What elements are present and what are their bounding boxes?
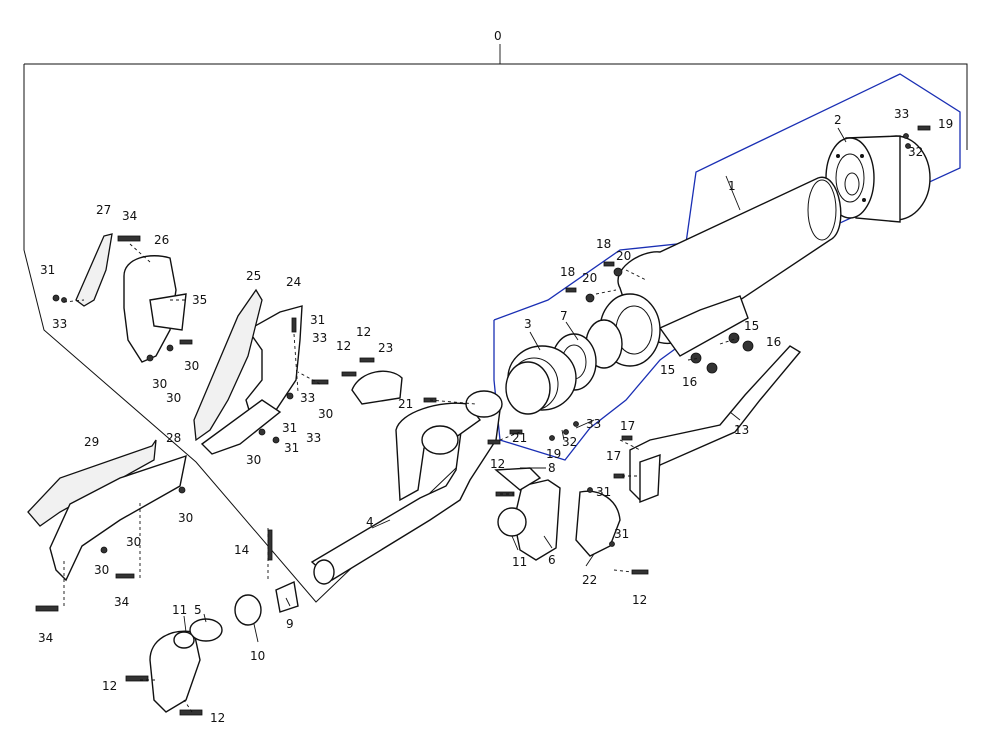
front-heat-shields bbox=[27, 439, 187, 582]
middle-heat-shield bbox=[193, 288, 303, 455]
callout-11a: 11 bbox=[172, 603, 187, 617]
callout-25: 25 bbox=[246, 269, 261, 283]
callout-31a: 31 bbox=[40, 263, 55, 277]
callout-31b: 31 bbox=[310, 313, 325, 327]
callout-33g: 33 bbox=[586, 417, 601, 431]
callout-33d: 33 bbox=[300, 391, 315, 405]
callout-29: 29 bbox=[84, 435, 99, 449]
callout-20b: 20 bbox=[582, 271, 597, 285]
callout-30f: 30 bbox=[178, 511, 193, 525]
callout-24: 24 bbox=[286, 275, 301, 289]
callout-16b: 16 bbox=[682, 375, 697, 389]
callout-33a: 33 bbox=[894, 107, 909, 121]
callout-11b: 11 bbox=[512, 555, 527, 569]
callout-19b: 19 bbox=[546, 447, 561, 461]
callout-1: 1 bbox=[728, 179, 736, 193]
fasteners bbox=[35, 125, 931, 716]
callout-30c: 30 bbox=[166, 391, 181, 405]
callout-8: 8 bbox=[548, 461, 556, 475]
callout-23: 23 bbox=[378, 341, 393, 355]
callout-15a: 15 bbox=[744, 319, 759, 333]
muffler-bracket bbox=[629, 345, 802, 504]
callout-10: 10 bbox=[250, 649, 265, 663]
callout-30g: 30 bbox=[126, 535, 141, 549]
callout-15b: 15 bbox=[660, 363, 675, 377]
callout-34b: 34 bbox=[114, 595, 129, 609]
callout-16a: 16 bbox=[766, 335, 781, 349]
callout-21b: 21 bbox=[512, 431, 527, 445]
callout-12c: 12 bbox=[490, 457, 505, 471]
callout-2: 2 bbox=[834, 113, 842, 127]
callout-19a: 19 bbox=[938, 117, 953, 131]
header-pipe bbox=[310, 390, 503, 585]
callout-30h: 30 bbox=[94, 563, 109, 577]
secondary-flanges bbox=[494, 467, 621, 561]
muffler-end-cap bbox=[825, 135, 931, 223]
callout-31c: 31 bbox=[282, 421, 297, 435]
guide-lines bbox=[63, 243, 739, 713]
leader-lines bbox=[183, 127, 847, 643]
callout-31d: 31 bbox=[284, 441, 299, 455]
callout-12e: 12 bbox=[102, 679, 117, 693]
callout-30e: 30 bbox=[246, 453, 261, 467]
pipe-connectors bbox=[149, 580, 299, 713]
callout-28: 28 bbox=[166, 431, 181, 445]
callout-18b: 18 bbox=[560, 265, 575, 279]
callout-26: 26 bbox=[154, 233, 169, 247]
muffler-inlet-assembly bbox=[505, 293, 661, 415]
callout-17a: 17 bbox=[620, 419, 635, 433]
callout-18a: 18 bbox=[596, 237, 611, 251]
callout-33b: 33 bbox=[52, 317, 67, 331]
callout-35: 35 bbox=[192, 293, 207, 307]
callout-12a: 12 bbox=[336, 339, 351, 353]
callout-3: 3 bbox=[524, 317, 532, 331]
callout-34c: 34 bbox=[38, 631, 53, 645]
callout-9: 9 bbox=[286, 617, 294, 631]
callout-31f: 31 bbox=[614, 527, 629, 541]
callout-13: 13 bbox=[734, 423, 749, 437]
callout-20a: 20 bbox=[616, 249, 631, 263]
small-heat-shield bbox=[351, 370, 403, 405]
callout-21a: 21 bbox=[398, 397, 413, 411]
callout-4: 4 bbox=[366, 515, 374, 529]
callout-30d: 30 bbox=[318, 407, 333, 421]
callout-33c: 33 bbox=[312, 331, 327, 345]
callout-22: 22 bbox=[582, 573, 597, 587]
callout-30b: 30 bbox=[152, 377, 167, 391]
callout-17b: 17 bbox=[606, 449, 621, 463]
muffler-body bbox=[617, 176, 842, 357]
callout-6: 6 bbox=[548, 553, 556, 567]
callout-34a: 34 bbox=[122, 209, 137, 223]
callout-30a: 30 bbox=[184, 359, 199, 373]
callout-27: 27 bbox=[96, 203, 111, 217]
rear-heat-shield bbox=[75, 233, 187, 363]
assembly-outline bbox=[23, 44, 968, 603]
muffler-group-highlight bbox=[493, 73, 961, 461]
callout-14: 14 bbox=[234, 543, 249, 557]
callout-12d: 12 bbox=[632, 593, 647, 607]
callout-labels: 0 1 2 3 4 5 6 7 8 9 10 11 11 12 12 12 12… bbox=[38, 29, 953, 725]
callout-32a: 32 bbox=[908, 145, 923, 159]
callout-33e: 33 bbox=[306, 431, 321, 445]
callout-32b: 32 bbox=[562, 435, 577, 449]
callout-12f: 12 bbox=[210, 711, 225, 725]
callout-12b: 12 bbox=[356, 325, 371, 339]
callout-5: 5 bbox=[194, 603, 202, 617]
callout-7: 7 bbox=[560, 309, 568, 323]
callout-0: 0 bbox=[494, 29, 502, 43]
callout-31e: 31 bbox=[596, 485, 611, 499]
